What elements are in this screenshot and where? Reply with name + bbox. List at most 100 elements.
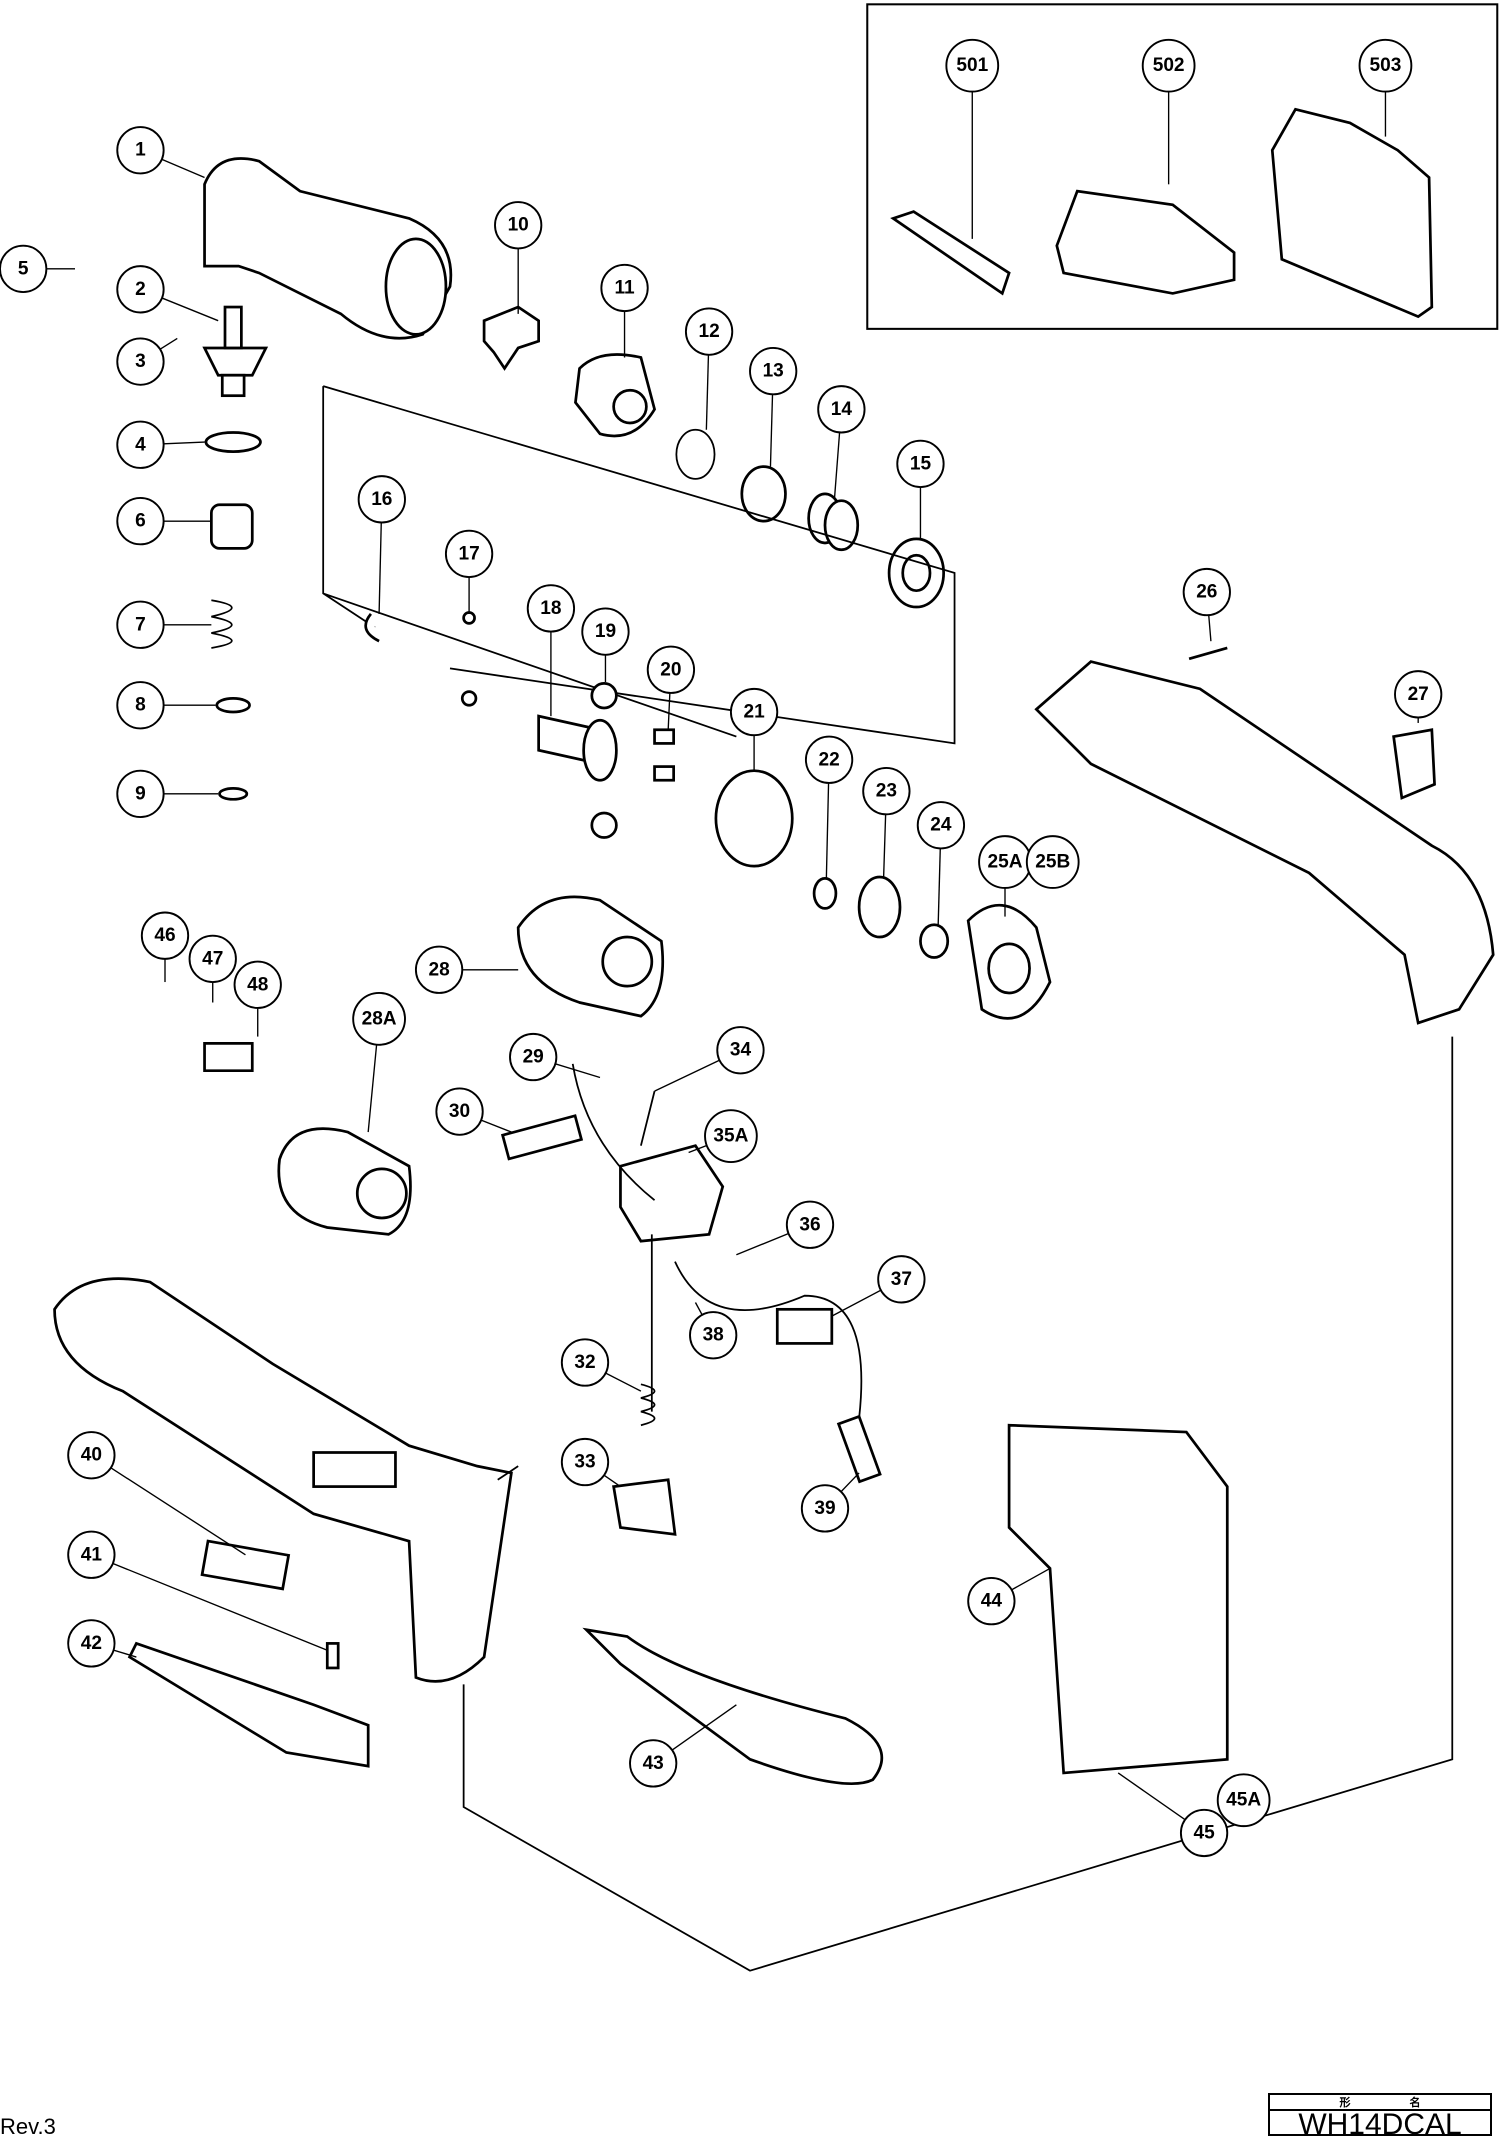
part-number: 5 [18, 258, 29, 279]
blade-hook [127, 1641, 370, 1768]
callout-35a: 35A [688, 1109, 758, 1163]
callout-501: 501 [945, 38, 1000, 239]
part-number: 40 [81, 1445, 102, 1466]
callout-circle [1394, 670, 1443, 719]
callout-circle [581, 607, 630, 656]
callout-circle [116, 337, 165, 386]
part-number: 16 [371, 489, 392, 510]
callout-circle [629, 1739, 678, 1788]
callout-circle [116, 600, 165, 649]
callout-circle [67, 1619, 116, 1668]
part-number: 25A [988, 852, 1023, 873]
callout-27: 27 [1394, 670, 1443, 723]
callout-6: 6 [116, 496, 212, 546]
part-number: 23 [876, 781, 897, 802]
driver-bit [890, 210, 1011, 296]
callout-4: 4 [116, 420, 205, 469]
callout-circle [67, 1530, 116, 1579]
switch [619, 1144, 725, 1243]
callout-circle [435, 1087, 484, 1136]
callout-circle [560, 1437, 610, 1487]
callout-circle [494, 201, 543, 250]
callout-19: 19 [581, 607, 630, 683]
part-number: 7 [135, 614, 146, 635]
callout-26: 26 [1182, 567, 1231, 642]
callout-42: 42 [67, 1619, 137, 1668]
callout-36: 36 [736, 1200, 835, 1256]
callout-12: 12 [684, 307, 734, 430]
callout-circle [1358, 38, 1413, 93]
part-number: 36 [799, 1214, 820, 1235]
callout-circle [233, 960, 282, 1009]
part-number: 502 [1153, 55, 1185, 76]
part-number: 39 [814, 1498, 835, 1519]
callout-circle [1216, 1773, 1271, 1828]
callout-39: 39 [800, 1472, 860, 1533]
callout-41: 41 [67, 1530, 328, 1651]
leader-line [91, 1554, 328, 1651]
part-number: 37 [891, 1269, 912, 1290]
callout-45a: 45A [1216, 1773, 1271, 1828]
spring [211, 599, 233, 649]
part-number: 41 [81, 1544, 103, 1565]
callout-21: 21 [729, 687, 779, 771]
callout-circle [116, 420, 165, 469]
o-ring [204, 431, 262, 453]
callout-10: 10 [494, 201, 543, 314]
callout-7: 7 [116, 600, 212, 649]
part-number: 3 [135, 351, 146, 372]
callout-47: 47 [188, 934, 237, 1003]
part-number: 503 [1370, 55, 1402, 76]
model-name: WH14DCAL [1298, 2108, 1462, 2141]
callout-503: 503 [1358, 38, 1413, 137]
callout-circle [862, 766, 911, 816]
callout-circle [1141, 38, 1196, 93]
callout-29: 29 [509, 1032, 601, 1082]
anvil [482, 305, 540, 371]
part-number: 43 [643, 1753, 664, 1774]
leader-line [90, 1454, 246, 1556]
callout-30: 30 [435, 1087, 512, 1136]
callout-circle [560, 1338, 610, 1387]
part-number: 18 [540, 598, 562, 619]
callout-circle [67, 1431, 116, 1480]
housing-b [1034, 660, 1495, 1025]
part-number: 44 [981, 1591, 1003, 1612]
housing-opening [384, 237, 448, 336]
callout-502: 502 [1141, 38, 1196, 185]
part-number: 501 [956, 55, 988, 76]
callout-circle [444, 529, 494, 578]
callout-48: 48 [233, 960, 282, 1037]
callout-circle [646, 645, 696, 694]
callout-22: 22 [804, 735, 854, 879]
callout-28a: 28A [352, 991, 406, 1133]
part-number: 1 [135, 140, 146, 161]
callout-circle [704, 1109, 758, 1163]
callout-circle [967, 1576, 1016, 1626]
callout-circle [817, 385, 866, 434]
callout-circle [1179, 1808, 1229, 1858]
callout-circle [116, 126, 165, 175]
callout-circle [749, 346, 798, 396]
callout-38: 38 [689, 1302, 738, 1360]
part-number: 30 [449, 1101, 470, 1122]
part-number: 33 [574, 1452, 595, 1473]
callout-circle [352, 991, 406, 1046]
part-number: 6 [135, 511, 146, 532]
callout-20: 20 [646, 645, 696, 730]
callout-circle [877, 1255, 926, 1304]
part-number: 22 [818, 749, 839, 770]
callout-circle [896, 439, 945, 488]
callout-circle [600, 263, 649, 313]
part-number: 42 [81, 1633, 102, 1654]
callout-circle [116, 265, 165, 314]
part-number: 34 [730, 1040, 752, 1061]
callout-circle [916, 801, 966, 850]
callout-25a: 25A [978, 835, 1032, 917]
callout-circle [140, 911, 190, 960]
callout-circle [0, 244, 48, 293]
callout-circle [116, 496, 165, 546]
part-number: 8 [135, 695, 146, 716]
switch-lever [500, 1114, 584, 1161]
